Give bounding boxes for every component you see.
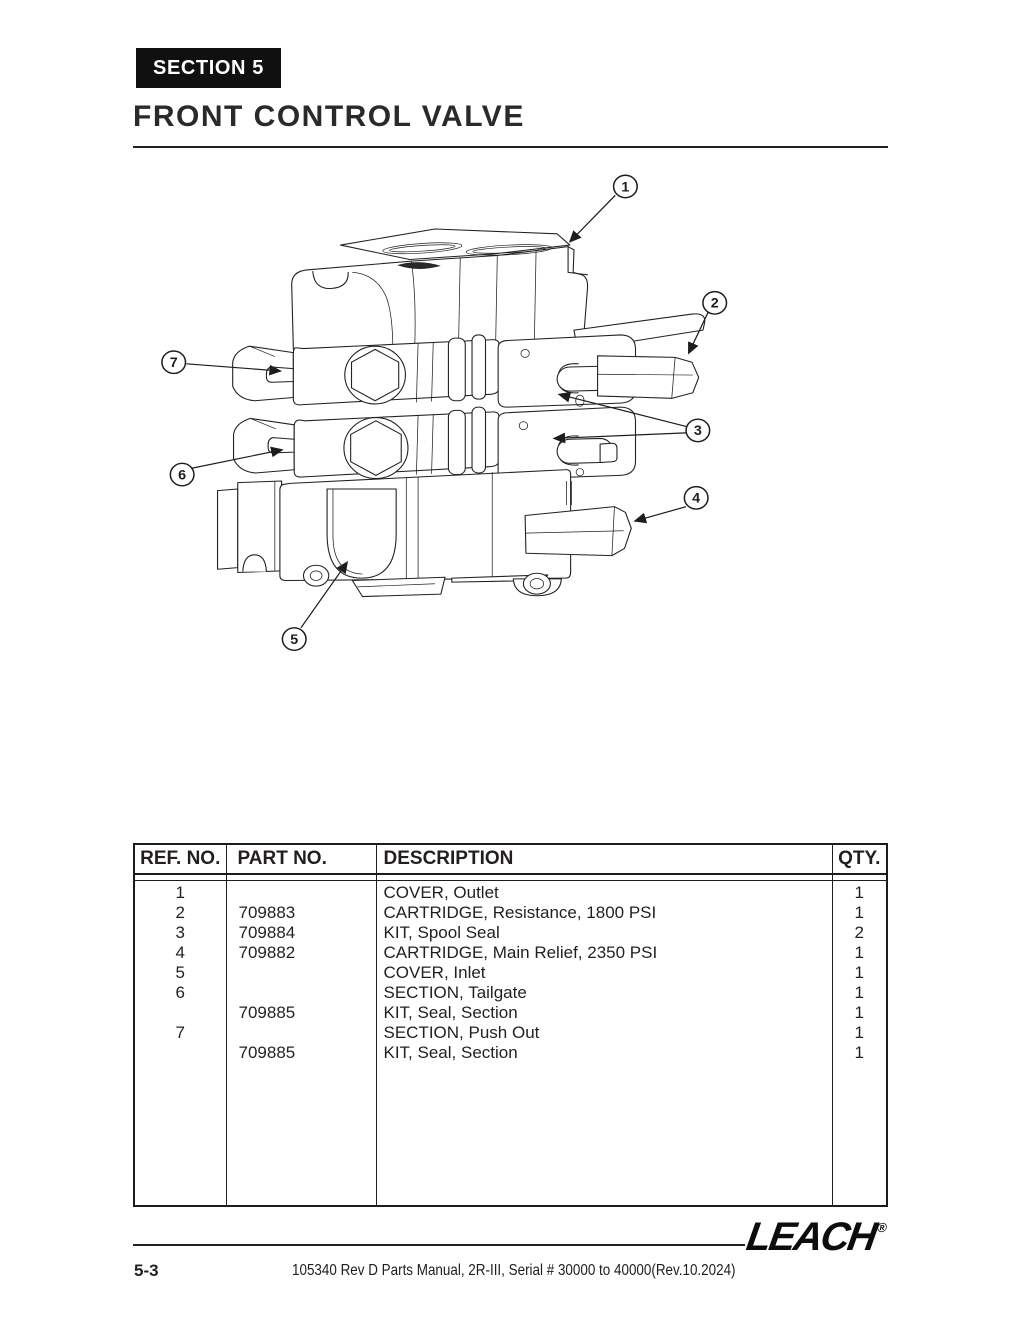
- cell-desc: KIT, Seal, Section: [376, 1003, 833, 1023]
- callout-5: 5: [281, 561, 349, 652]
- cell-qty: 1: [854, 983, 864, 1002]
- cell-desc: CARTRIDGE, Resistance, 1800 PSI: [376, 903, 833, 923]
- valve-bottom-section: [216, 469, 632, 598]
- leach-logo: LEACH®: [743, 1209, 890, 1259]
- valve-diagram: 1 2 3 4 5 6 7: [140, 160, 890, 810]
- table-row: 5 COVER, Inlet 1: [135, 963, 886, 983]
- cell-part: [226, 883, 377, 903]
- cell-ref: [135, 1043, 227, 1063]
- leach-logo-text: LEACH: [743, 1215, 879, 1259]
- callout-1-number: 1: [621, 179, 629, 195]
- cell-qty: 1: [854, 883, 864, 902]
- cell-desc: KIT, Spool Seal: [376, 923, 833, 943]
- table-row: 2 709883 CARTRIDGE, Resistance, 1800 PSI…: [135, 903, 886, 923]
- table-spacer-row: [135, 874, 886, 883]
- cell-part: 709882: [226, 943, 377, 963]
- cell-qty: 1: [854, 963, 864, 982]
- callout-6: 6: [169, 446, 284, 487]
- cell-qty: 1: [854, 1023, 864, 1042]
- cell-part: 709884: [226, 923, 377, 943]
- table-row: 4 709882 CARTRIDGE, Main Relief, 2350 PS…: [135, 943, 886, 963]
- callout-4: 4: [633, 485, 709, 524]
- table-row: 6 SECTION, Tailgate 1: [135, 983, 886, 1003]
- cell-ref: 6: [135, 983, 227, 1003]
- header-double-rule: [135, 880, 886, 881]
- callout-2: 2: [688, 290, 728, 355]
- cell-desc: COVER, Inlet: [376, 963, 833, 983]
- callout-6-number: 6: [178, 467, 186, 483]
- table-row: 709885 KIT, Seal, Section 1: [135, 1003, 886, 1023]
- table-header-row: REF. NO. PART NO. DESCRIPTION QTY.: [135, 845, 886, 875]
- cell-part: 709885: [226, 1003, 377, 1023]
- cell-desc: CARTRIDGE, Main Relief, 2350 PSI: [376, 943, 833, 963]
- footer-manual-info: 105340 Rev D Parts Manual, 2R-III, Seria…: [292, 1262, 736, 1279]
- cell-ref: 4: [135, 943, 227, 963]
- callout-3: 3: [552, 391, 711, 444]
- cell-desc: KIT, Seal, Section: [376, 1043, 833, 1063]
- cell-ref: 1: [135, 883, 227, 903]
- table-filler-row: [135, 1063, 886, 1205]
- cell-qty: 1: [854, 1043, 864, 1062]
- table-row: 3 709884 KIT, Spool Seal 2: [135, 923, 886, 943]
- cell-qty: 1: [854, 903, 864, 922]
- cell-part: [226, 1023, 377, 1043]
- callout-7-number: 7: [170, 354, 178, 370]
- col-header-part-no: PART NO.: [226, 845, 377, 875]
- cell-desc: COVER, Outlet: [376, 883, 833, 903]
- cell-qty: 2: [854, 923, 864, 942]
- table-row: 1 COVER, Outlet 1: [135, 883, 886, 903]
- table-row: 7 SECTION, Push Out 1: [135, 1023, 886, 1043]
- section-badge: SECTION 5: [136, 48, 281, 88]
- callout-1: 1: [568, 174, 638, 243]
- title-rule: [133, 146, 888, 148]
- callout-3-number: 3: [694, 423, 702, 439]
- callout-5-number: 5: [290, 631, 298, 647]
- callout-4-number: 4: [692, 490, 700, 506]
- cell-qty: 1: [854, 943, 864, 962]
- page-title: FRONT CONTROL VALVE: [133, 100, 525, 133]
- cell-ref: 2: [135, 903, 227, 923]
- col-header-description: DESCRIPTION: [376, 845, 833, 875]
- cell-desc: SECTION, Tailgate: [376, 983, 833, 1003]
- valve-section-lower: [232, 406, 637, 480]
- cell-ref: 7: [135, 1023, 227, 1043]
- callout-7: 7: [161, 350, 282, 376]
- table-row: 709885 KIT, Seal, Section 1: [135, 1043, 886, 1063]
- cell-qty: 1: [854, 1003, 864, 1022]
- cell-ref: [135, 1003, 227, 1023]
- col-header-ref-no: REF. NO.: [135, 845, 227, 875]
- col-header-qty: QTY.: [832, 845, 886, 875]
- footer-rule: [133, 1244, 745, 1246]
- valve-top-cover: [291, 228, 589, 354]
- cell-part: 709883: [226, 903, 377, 923]
- registered-mark: ®: [876, 1220, 889, 1235]
- cell-part: 709885: [226, 1043, 377, 1063]
- callout-2-number: 2: [711, 295, 719, 311]
- cell-ref: 3: [135, 923, 227, 943]
- page-number: 5-3: [134, 1261, 159, 1280]
- cell-part: [226, 963, 377, 983]
- cell-desc: SECTION, Push Out: [376, 1023, 833, 1043]
- cell-part: [226, 983, 377, 1003]
- parts-table: REF. NO. PART NO. DESCRIPTION QTY. 1 COV…: [133, 843, 888, 1207]
- cell-ref: 5: [135, 963, 227, 983]
